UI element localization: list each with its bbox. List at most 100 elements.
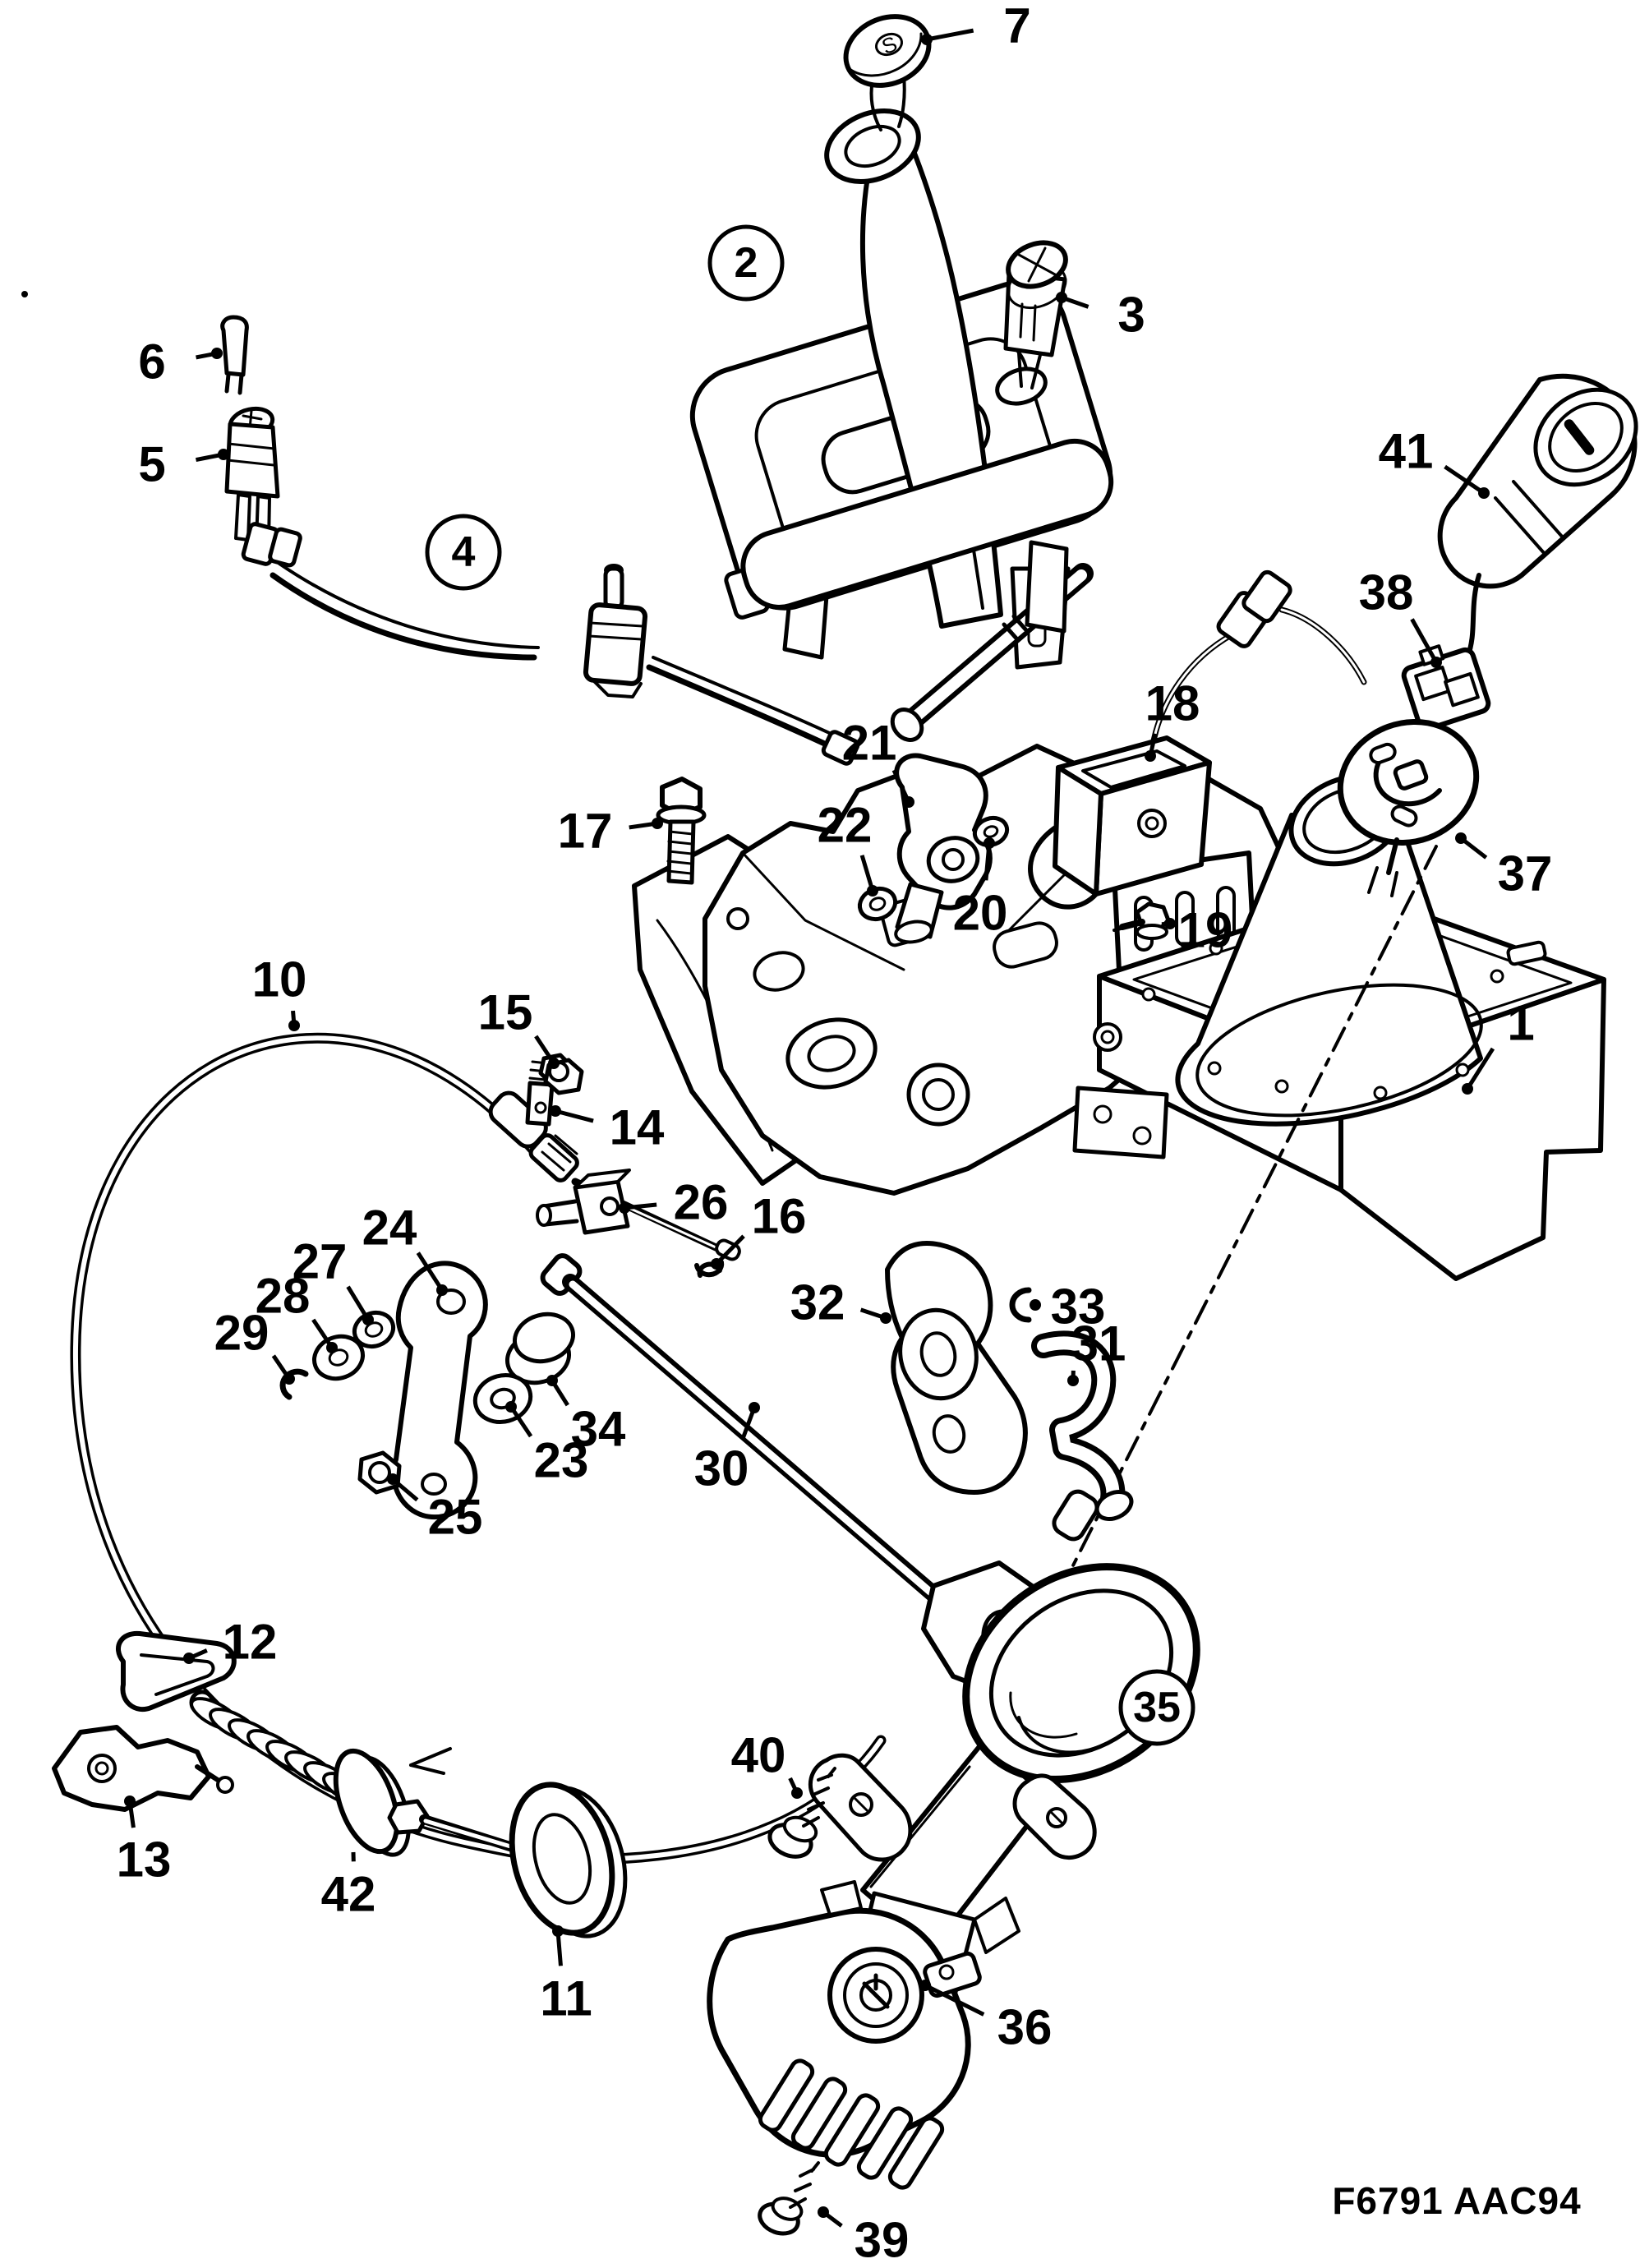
callout-number-31: 31 <box>1071 1316 1126 1371</box>
callout-number-15: 15 <box>478 985 533 1040</box>
callout-circle-35 <box>1118 1669 1195 1746</box>
callouts-layer: 1234567101112131415161718192021222324252… <box>117 0 1553 2268</box>
callout-17: 17 <box>558 804 663 859</box>
callout-number-26: 26 <box>674 1175 729 1230</box>
callout-number-10: 10 <box>252 952 307 1007</box>
part-bolt-17 <box>656 777 707 885</box>
leader-dot-6 <box>211 348 223 359</box>
callout-number-36: 36 <box>997 2000 1053 2055</box>
callout-number-30: 30 <box>694 1441 749 1496</box>
washer-20 <box>972 815 1010 848</box>
leader-line-27 <box>346 1285 371 1321</box>
callout-29: 29 <box>214 1306 295 1385</box>
callout-19: 19 <box>1161 903 1232 958</box>
callout-number-28: 28 <box>256 1269 311 1324</box>
callout-16: 16 <box>711 1189 806 1270</box>
part-relay-18 <box>1028 569 1367 910</box>
leader-dot-30 <box>749 1402 760 1413</box>
callout-32: 32 <box>790 1275 891 1330</box>
leader-dot-25 <box>387 1473 398 1485</box>
callout-number-3: 3 <box>1117 288 1145 343</box>
part-ignition-switch-36 <box>707 1880 982 2190</box>
callout-number-21: 21 <box>842 716 897 771</box>
part-column-cone <box>1027 773 1483 1655</box>
callout-5: 5 <box>138 437 229 492</box>
leader-line-23 <box>509 1405 533 1438</box>
leader-dot-16 <box>711 1258 722 1270</box>
leader-dot-7 <box>921 34 933 45</box>
part-lock-cylinder-41 <box>1437 373 1638 660</box>
leader-dot-22 <box>867 885 878 897</box>
callout-number-2: 2 <box>735 239 758 287</box>
bushing-23 <box>472 1373 533 1424</box>
part-bulb-6 <box>220 315 249 395</box>
callout-number-22: 22 <box>818 798 873 853</box>
callout-30: 30 <box>694 1402 760 1496</box>
callout-28: 28 <box>256 1269 338 1353</box>
callout-number-6: 6 <box>138 334 165 390</box>
callout-circle-4 <box>425 514 502 591</box>
callout-13: 13 <box>117 1796 171 1888</box>
leader-dot-5 <box>218 449 229 460</box>
callout-7: 7 <box>921 0 1031 53</box>
leader-dot-18 <box>1145 750 1156 762</box>
callout-4: 4 <box>425 514 502 591</box>
callout-number-42: 42 <box>321 1867 376 1922</box>
leader-dot-34 <box>546 1375 558 1386</box>
callout-6: 6 <box>138 334 223 390</box>
callout-23: 23 <box>505 1401 588 1488</box>
callout-number-1: 1 <box>1507 996 1534 1051</box>
c-clip-33 <box>1009 1287 1032 1323</box>
callout-number-37: 37 <box>1498 846 1553 901</box>
callout-34: 34 <box>546 1375 626 1457</box>
callout-14: 14 <box>550 1100 665 1155</box>
part-connector-38 <box>1401 644 1491 732</box>
callout-1: 1 <box>1462 996 1535 1095</box>
part-harness-4 <box>241 522 860 766</box>
callout-35: 35 <box>1118 1669 1195 1746</box>
leader-dot-17 <box>652 818 663 829</box>
leader-line-41 <box>1444 464 1486 496</box>
callout-11: 11 <box>540 1925 592 2026</box>
leader-dot-27 <box>362 1314 374 1325</box>
leader-dot-13 <box>124 1796 136 1807</box>
alignment-dashdot-line <box>1027 845 1438 1655</box>
leader-line-22 <box>859 855 875 892</box>
callout-number-33: 33 <box>1051 1279 1106 1335</box>
leader-dot-14 <box>550 1105 561 1117</box>
callout-36: 36 <box>919 1980 1052 2055</box>
callout-18: 18 <box>1145 676 1200 762</box>
leader-dot-23 <box>505 1401 517 1413</box>
leader-dot-1 <box>1462 1083 1473 1095</box>
callout-33: 33 <box>1030 1279 1105 1335</box>
leader-dot-11 <box>552 1925 564 1937</box>
callout-number-5: 5 <box>138 437 165 492</box>
callout-number-23: 23 <box>534 1433 589 1488</box>
callout-number-7: 7 <box>1003 0 1030 53</box>
callout-number-29: 29 <box>214 1306 269 1361</box>
leader-dot-39 <box>818 2206 829 2218</box>
leader-line-14 <box>555 1109 594 1123</box>
figure-code: F6791 AAC94 <box>1332 2179 1581 2222</box>
callout-number-35: 35 <box>1133 1684 1181 1731</box>
callout-2: 2 <box>707 224 785 302</box>
callout-number-16: 16 <box>752 1189 807 1244</box>
nut-25 <box>357 1450 402 1495</box>
callout-number-27: 27 <box>293 1234 348 1289</box>
callout-number-39: 39 <box>855 2213 910 2268</box>
part-screw-40 <box>767 1767 836 1859</box>
leader-line-38 <box>1410 618 1439 664</box>
callout-number-14: 14 <box>610 1100 665 1155</box>
leader-line-21 <box>891 769 911 804</box>
callout-circle-2 <box>707 224 785 302</box>
part-knob-7: S <box>824 14 932 184</box>
callout-12: 12 <box>183 1615 277 1670</box>
callout-20: 20 <box>953 837 1007 941</box>
leader-dot-26 <box>619 1202 630 1214</box>
callout-42: 42 <box>321 1851 376 1922</box>
callout-number-4: 4 <box>452 528 476 576</box>
callout-number-18: 18 <box>1145 676 1200 731</box>
leader-line-20 <box>984 842 992 881</box>
callout-24: 24 <box>362 1201 448 1296</box>
